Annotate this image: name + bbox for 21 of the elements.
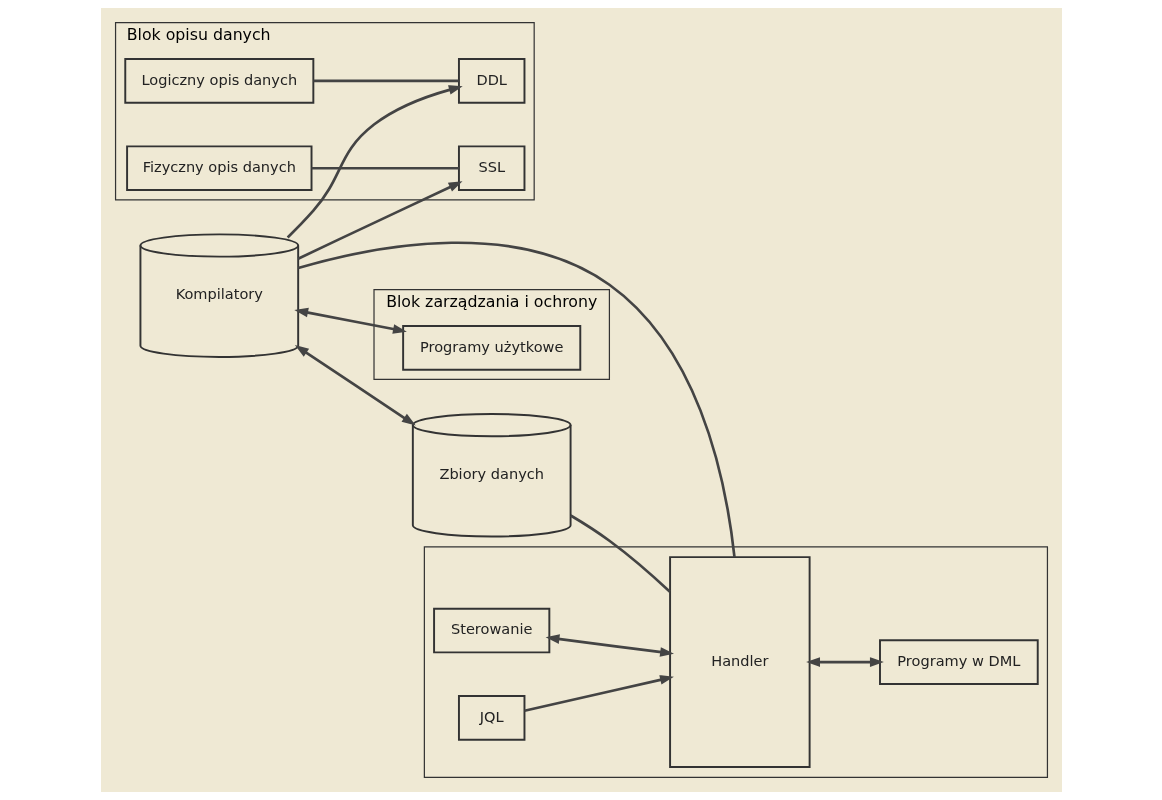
arrow — [805, 657, 884, 667]
arrow — [545, 634, 674, 657]
node-box: DDL — [457, 58, 525, 104]
node-box: JQL — [457, 695, 525, 741]
arrow — [297, 181, 462, 260]
node-box: Programy użytkowe — [401, 325, 581, 371]
node-box: Handler — [668, 556, 811, 768]
node-box: Logiczny opis danych — [123, 58, 314, 104]
connector — [312, 79, 459, 83]
node-box: Programy w DML — [878, 639, 1039, 685]
arrow — [286, 85, 463, 239]
connector — [569, 514, 671, 593]
node-box: Sterowanie — [432, 607, 550, 654]
cluster — [423, 546, 1048, 778]
connector — [297, 241, 736, 558]
connector — [311, 166, 459, 170]
node-box: SSL — [457, 145, 525, 192]
arrow — [293, 307, 407, 334]
arrow — [294, 345, 416, 426]
node-box: Fizyczny opis danych — [125, 145, 312, 192]
arrow — [523, 675, 674, 713]
